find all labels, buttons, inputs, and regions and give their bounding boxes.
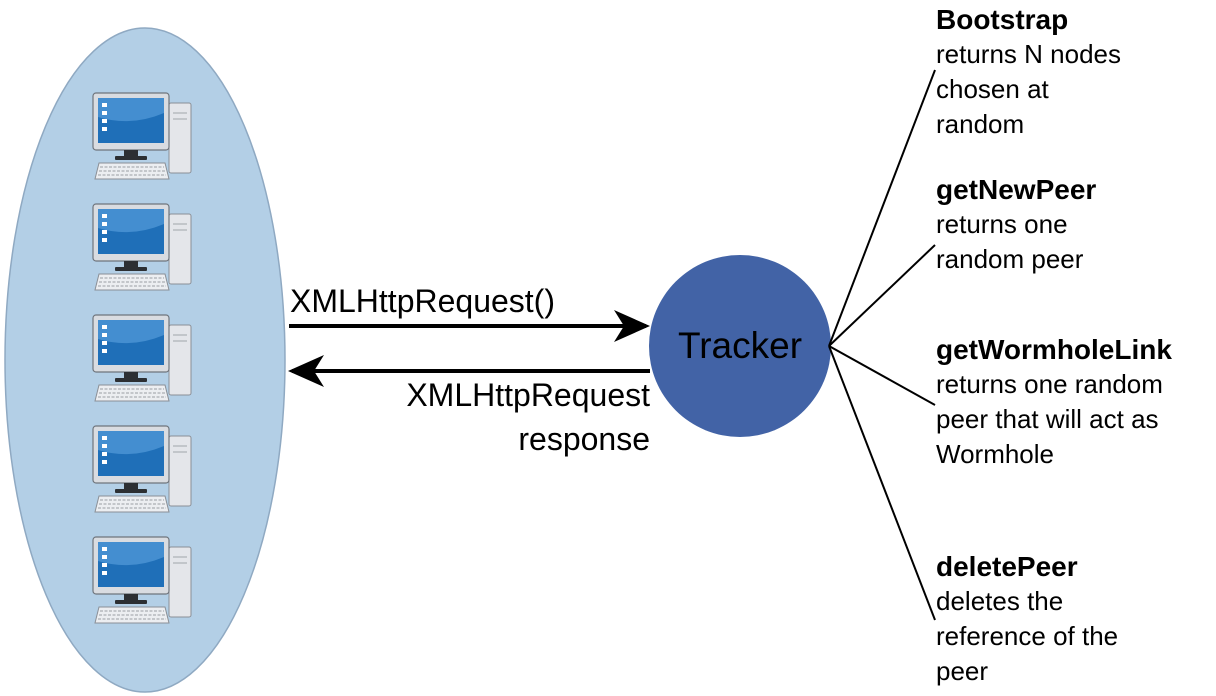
method-getwormholelink: getWormholeLink returns one random peer … bbox=[936, 332, 1172, 472]
method-desc-line: chosen at bbox=[936, 74, 1049, 104]
method-desc-line: random peer bbox=[936, 244, 1084, 274]
method-desc-line: returns one random bbox=[936, 369, 1163, 399]
method-desc-line: returns N nodes bbox=[936, 39, 1121, 69]
method-desc-line: deletes the bbox=[936, 586, 1064, 616]
tracker-line-deletepeer bbox=[828, 345, 936, 621]
method-bootstrap: Bootstrap returns N nodes chosen at rand… bbox=[936, 2, 1121, 142]
method-desc-line: peer bbox=[936, 656, 989, 686]
desktop-computer-icon bbox=[92, 536, 192, 624]
method-desc-line: random bbox=[936, 109, 1025, 139]
method-name: Bootstrap bbox=[936, 4, 1069, 35]
method-desc-line: reference of the bbox=[936, 621, 1119, 651]
method-desc-line: returns one bbox=[936, 209, 1068, 239]
tracker-label: Tracker bbox=[677, 325, 803, 366]
method-deletepeer: deletePeer deletes the reference of the … bbox=[936, 549, 1118, 689]
tracker-line-bootstrap bbox=[828, 69, 936, 347]
method-name: getWormholeLink bbox=[936, 334, 1172, 365]
method-name: getNewPeer bbox=[936, 174, 1097, 205]
request-label: XMLHttpRequest() bbox=[290, 283, 555, 319]
tracker-line-getwormholelink bbox=[828, 345, 936, 406]
peer-computers bbox=[92, 92, 192, 624]
desktop-computer-icon bbox=[92, 425, 192, 513]
tracker-line-getnewpeer bbox=[828, 244, 936, 347]
method-name: deletePeer bbox=[936, 551, 1078, 582]
desktop-computer-icon bbox=[92, 203, 192, 291]
response-label-line1: XMLHttpRequest bbox=[406, 377, 650, 413]
method-desc-line: peer that will act as bbox=[936, 404, 1159, 434]
tracker-node bbox=[649, 255, 831, 437]
method-desc-line: Wormhole bbox=[936, 439, 1055, 469]
desktop-computer-icon bbox=[92, 92, 192, 180]
response-label-line2: response bbox=[518, 421, 650, 457]
method-getnewpeer: getNewPeer returns one random peer bbox=[936, 172, 1096, 277]
desktop-computer-icon bbox=[92, 314, 192, 402]
